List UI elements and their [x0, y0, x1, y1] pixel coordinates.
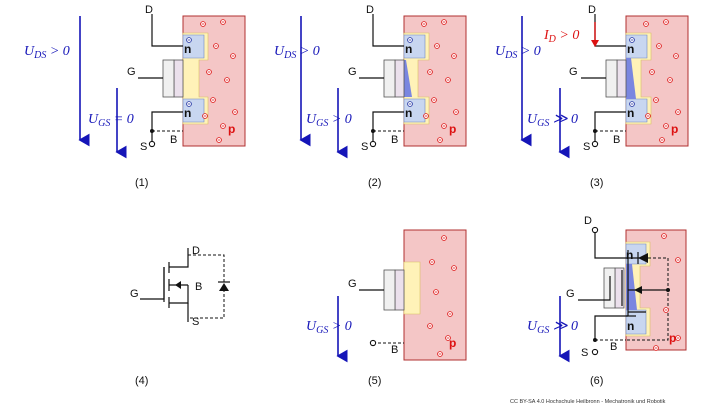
n-label: n [627, 106, 634, 120]
depletion-layer [403, 261, 421, 315]
gate-label: G [566, 288, 575, 300]
gate-label: G [569, 66, 578, 78]
ugs-label: UGS ≫ 0 [527, 112, 578, 129]
n-label: n [626, 248, 633, 262]
caption: (5) [368, 375, 381, 387]
caption: (6) [590, 375, 603, 387]
panel-2: n n p D G S B UDS > 0 UGS > 0 (2) [274, 4, 467, 189]
p-label: p [228, 122, 235, 136]
p-label: p [671, 122, 678, 136]
drain-label: D [145, 4, 153, 16]
drain-label: D [584, 215, 592, 227]
gate-lead [140, 267, 165, 300]
p-label: p [449, 336, 456, 350]
n-label: n [184, 42, 191, 56]
panel-1: n n p D G S B UDS > 0 UGS = 0 (1) [24, 4, 246, 189]
body-label: B [610, 341, 617, 353]
gate-electrode [605, 59, 618, 98]
p-label: p [669, 331, 676, 345]
body-arrow [634, 286, 642, 294]
gate-label: G [348, 278, 357, 290]
gate-electrode [383, 269, 396, 311]
gate-label: G [130, 288, 139, 300]
body-label: B [613, 134, 620, 146]
source-label: S [583, 141, 590, 153]
gate-oxide [614, 267, 625, 309]
ugs-label: UGS > 0 [306, 112, 352, 129]
body-diode-loop [188, 254, 225, 319]
body-diode [638, 253, 648, 263]
caption: (1) [135, 177, 148, 189]
gate-label: G [348, 66, 357, 78]
gate-label: G [127, 66, 136, 78]
uds-label: UDS > 0 [24, 44, 70, 61]
ugs-label: UGS = 0 [88, 112, 134, 129]
body-label: B [391, 344, 398, 356]
uds-label: UDS > 0 [274, 44, 320, 61]
drain-label: D [588, 4, 596, 16]
gate-electrode [162, 59, 175, 98]
p-label: p [449, 122, 456, 136]
drain-label: D [192, 245, 200, 257]
drain-label: D [366, 4, 374, 16]
source-label: S [140, 141, 147, 153]
ugs-label: UGS ≫ 0 [527, 319, 578, 336]
gate-oxide [616, 59, 627, 98]
source-label: S [581, 347, 588, 359]
panel-5: p G B UGS > 0 (5) [306, 229, 467, 387]
ugs-label: UGS > 0 [306, 319, 352, 336]
id-label: ID > 0 [543, 28, 579, 45]
channel [626, 264, 637, 310]
charge-markers [186, 19, 681, 357]
channel [404, 60, 412, 97]
caption: (2) [368, 177, 381, 189]
uds-label: UDS > 0 [495, 44, 541, 61]
body-diode [219, 283, 229, 291]
body-label: B [170, 134, 177, 146]
gate-oxide [394, 59, 405, 98]
source-label: S [192, 316, 199, 328]
n-label: n [627, 42, 634, 56]
body-label: B [391, 134, 398, 146]
panel-6: n n p D G S B UGS ≫ 0 (6) [527, 215, 687, 387]
source-label: S [361, 141, 368, 153]
caption: (4) [135, 375, 148, 387]
panel-4: D G B S (4) [130, 245, 230, 387]
gate-oxide [394, 269, 405, 311]
body-label: B [195, 281, 202, 293]
body-arrow [175, 281, 181, 289]
gate-electrode [383, 59, 396, 98]
n-label: n [184, 106, 191, 120]
n-label: n [405, 106, 412, 120]
n-label: n [405, 42, 412, 56]
copyright-notice: CC BY-SA 4.0 Hochschule Heilbronn - Mech… [510, 399, 666, 405]
panel-3: n n p D G S B ID > 0 UDS > 0 UGS ≫ 0 (3) [495, 4, 689, 189]
caption: (3) [590, 177, 603, 189]
channel [626, 58, 636, 99]
gate-oxide [173, 59, 184, 98]
n-label: n [627, 319, 634, 333]
